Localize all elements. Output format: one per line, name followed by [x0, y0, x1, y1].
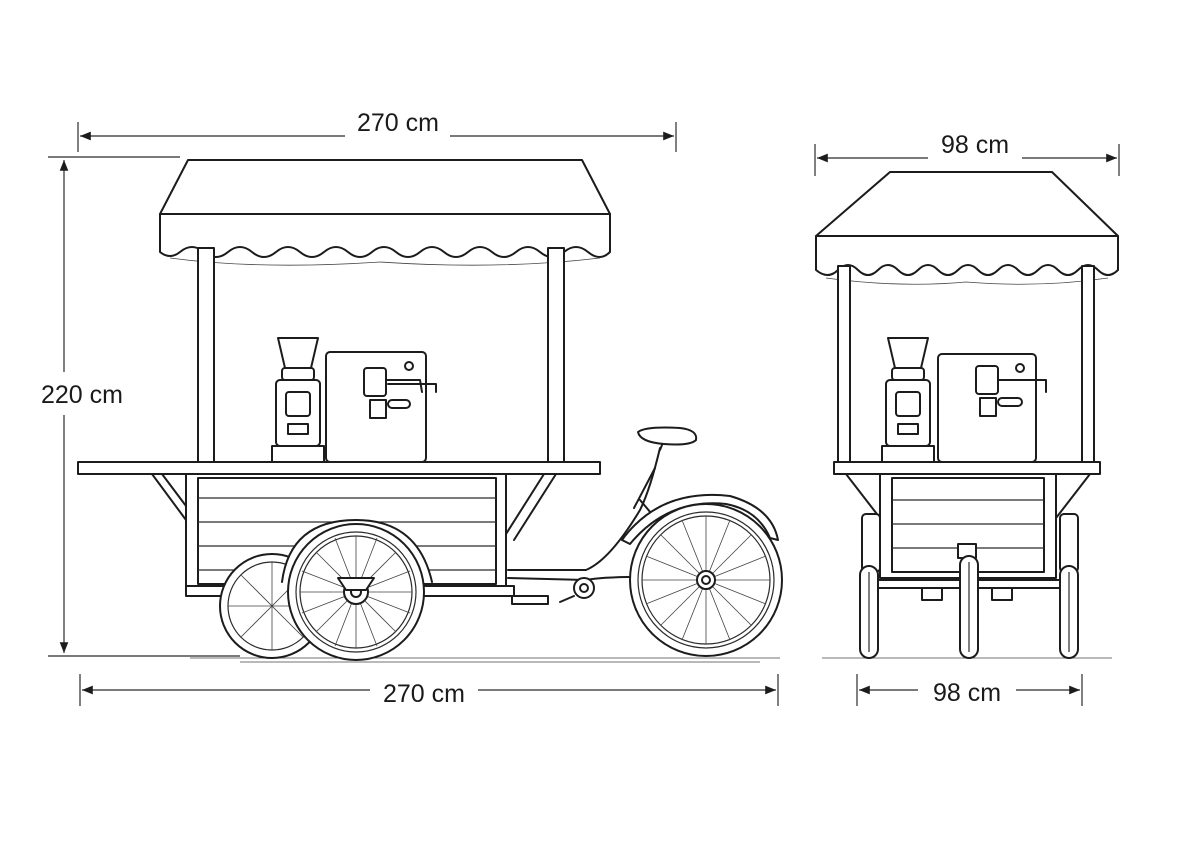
dimension-lines [48, 122, 1120, 706]
front-wheel-right [1059, 513, 1079, 659]
front-espresso-machine [933, 353, 1047, 469]
front-wheel-left [859, 513, 881, 659]
front-grinder [881, 337, 935, 463]
front-wheel-center [959, 555, 979, 659]
front-canopy [815, 171, 1119, 285]
dim-label-side-bottom-length: 270 cm [383, 680, 465, 708]
dim-label-front-top-width: 98 cm [941, 131, 1009, 159]
side-view [77, 159, 783, 663]
side-wheel-front [281, 519, 433, 661]
dim-label-front-bottom-width: 98 cm [933, 679, 1001, 707]
side-canopy [159, 159, 611, 266]
dim-label-side-top-width: 270 cm [357, 109, 439, 137]
side-saddle [637, 426, 698, 446]
dim-label-side-height: 220 cm [41, 381, 123, 409]
side-wheel-rear [621, 494, 783, 657]
side-grinder [271, 337, 325, 463]
side-espresso-machine [321, 351, 437, 469]
front-view [815, 171, 1119, 659]
